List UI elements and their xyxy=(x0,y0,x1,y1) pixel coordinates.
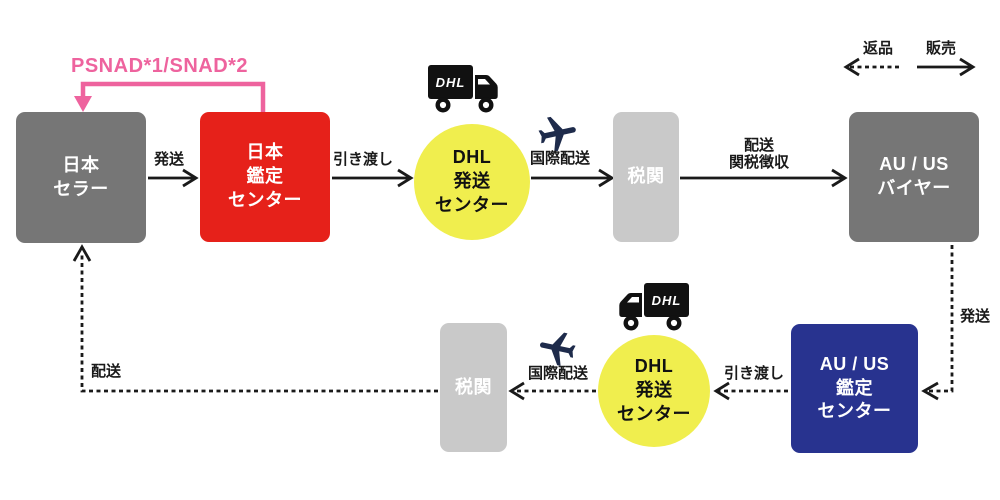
arrow-handover-bottom-head xyxy=(713,381,730,401)
label-handover-bottom: 引き渡し xyxy=(723,365,785,382)
node-line: 発送 xyxy=(635,380,673,401)
label-intl-shipping-bottom: 国際配送 xyxy=(527,365,589,382)
arrow-handover-top xyxy=(332,168,414,188)
node-au-us-auth-center: AU / US 鑑定 センター xyxy=(791,324,918,453)
arrow-sales xyxy=(917,57,976,77)
arrow-delivery-left xyxy=(80,252,438,393)
node-japan-auth-center: 日本 鑑定 センター xyxy=(200,112,330,242)
psnad-arrow xyxy=(74,81,266,114)
truck-body xyxy=(619,283,689,331)
label-intl-shipping-top: 国際配送 xyxy=(529,150,591,167)
node-line: DHL xyxy=(452,147,492,168)
label-ship-top: 発送 xyxy=(153,151,185,168)
airplane-icon xyxy=(538,116,576,152)
label-handover-top: 引き渡し xyxy=(332,151,394,168)
label-delivery: 配送 xyxy=(743,137,775,154)
label-delivery-left: 配送 xyxy=(90,363,122,380)
solid-arrows xyxy=(148,57,976,188)
truck-dhl-text: DHL xyxy=(652,293,682,308)
dashed-arrows xyxy=(72,57,954,401)
node-line: バイヤー xyxy=(877,178,951,198)
arrow-intl-top xyxy=(531,168,615,188)
node-line: センター xyxy=(817,401,892,422)
dhl-truck-icon: DHL xyxy=(428,65,498,113)
node-line: 日本 xyxy=(246,142,284,163)
psnad-label: PSNAD*1/SNAD*2 xyxy=(71,55,249,77)
arrow-returns-head xyxy=(843,57,860,77)
node-line: AU / US xyxy=(819,353,890,374)
node-japan-seller: 日本 セラー xyxy=(16,112,146,243)
node-customs-top: 税関 xyxy=(613,112,679,242)
label-delivery-duty: 配送 関税徴収 xyxy=(729,137,789,172)
arrow-delivery-duty xyxy=(680,168,848,188)
node-au-us-buyer: AU / US バイヤー xyxy=(849,112,979,242)
arrow-ship-right xyxy=(926,245,954,393)
label-ship-right: 発送 xyxy=(959,308,991,325)
node-line: AU / US xyxy=(879,154,949,175)
node-line: 税関 xyxy=(627,166,665,187)
arrow-intl-bottom-head xyxy=(508,381,525,401)
dhl-truck-icon: DHL xyxy=(619,283,689,331)
airplane-icon xyxy=(540,332,576,366)
truck-dhl-text: DHL xyxy=(436,75,466,90)
node-line: センター xyxy=(617,403,691,424)
node-customs-bottom: 税関 xyxy=(440,323,507,452)
arrow-ship-right-head xyxy=(921,381,939,401)
node-line: 発送 xyxy=(453,171,491,192)
label-duty-collection: 関税徴収 xyxy=(728,154,790,172)
node-line: センター xyxy=(435,194,509,215)
node-dhl-center-bottom: DHL 発送 センター xyxy=(598,335,710,447)
arrow-delivery-left-head xyxy=(72,244,92,262)
node-line: 鑑定 xyxy=(836,377,873,398)
arrow-ship-top xyxy=(148,168,199,188)
node-line: センター xyxy=(228,189,302,210)
node-line: 日本 xyxy=(62,154,100,175)
truck-body xyxy=(428,65,498,113)
node-line: 鑑定 xyxy=(246,166,284,187)
node-line: DHL xyxy=(634,356,674,377)
node-dhl-center-top: DHL 発送 センター xyxy=(414,124,530,240)
node-line: セラー xyxy=(53,178,109,199)
label-sales: 販売 xyxy=(925,40,957,57)
label-returns: 返品 xyxy=(862,40,894,57)
node-line: 税関 xyxy=(455,376,492,397)
